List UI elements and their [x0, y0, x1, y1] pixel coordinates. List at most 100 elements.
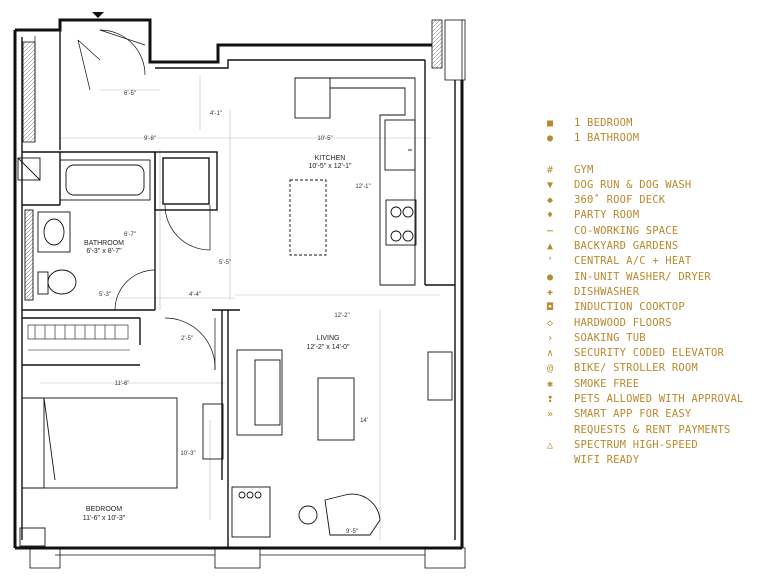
smart-app-icon: »: [547, 409, 554, 421]
bathroom-label: BATHROOM: [84, 240, 124, 247]
legend-text: GYM: [574, 163, 594, 176]
dim-label: 6'-7": [124, 232, 136, 238]
legend-text: CO-WORKING SPACE: [574, 224, 679, 237]
legend-item: △ SPECTRUM HIGH-SPEED: [544, 438, 768, 453]
legend-item: ◘ INDUCTION COOKTOP: [544, 300, 768, 315]
windows: [22, 19, 443, 143]
dim-label: 5'-3": [99, 292, 111, 298]
dim-label: 14': [360, 418, 368, 424]
legend-item: ● IN-UNIT WASHER/ DRYER: [544, 270, 768, 285]
gym-icon: #: [547, 164, 554, 176]
dim-label: 4'-4": [189, 292, 201, 298]
bedroom-label: BEDROOM: [86, 506, 122, 513]
washer-dryer-icon: ●: [547, 271, 554, 283]
bedroom-size: 11'-6" x 10'-3": [83, 515, 126, 522]
north-marker-icon: [92, 12, 104, 18]
wifi-icon: △: [547, 439, 554, 451]
legend-text: BIKE/ STROLLER ROOM: [574, 362, 698, 375]
exterior-walls: [13, 18, 464, 550]
legend-text: CENTRAL A/C + HEAT: [574, 255, 692, 268]
living-label: LIVING: [317, 335, 340, 342]
kitchen-size: 10'-5" x 12'-1": [308, 163, 352, 170]
dog-run-icon: ▼: [547, 179, 554, 191]
pets-icon: ❢: [547, 394, 554, 406]
dim-label: 12'-1": [355, 184, 370, 190]
dim-label: 9'-8": [144, 136, 156, 142]
legend-item: ♦ PARTY ROOM: [544, 208, 768, 223]
elevator-icon: ∧: [547, 348, 554, 360]
legend-text: SMOKE FREE: [574, 377, 640, 390]
closet-shelving: [27, 324, 130, 351]
legend-item-continued: REQUESTS & RENT PAYMENTS: [544, 423, 768, 438]
ac-heat-icon: ❛: [547, 256, 554, 268]
smoke-free-icon: ✱: [547, 378, 554, 390]
party-room-icon: ♦: [547, 210, 554, 222]
legend-text: REQUESTS & RENT PAYMENTS: [574, 423, 731, 436]
interior-walls: [21, 30, 456, 548]
kitchen-label: KITCHEN: [315, 155, 346, 162]
legend-text: 1 BEDROOM: [574, 117, 633, 129]
legend-text: INDUCTION COOKTOP: [574, 301, 685, 314]
dim-label: 6'-5": [124, 91, 136, 97]
dim-label: 5'-5": [219, 260, 231, 266]
hardwood-icon: ◇: [547, 317, 554, 329]
amenities-legend: ■ 1 BEDROOM ● 1 BATHROOM # GYM ▼ DOG RUN & D…: [544, 116, 768, 469]
legend-text: SPECTRUM HIGH-SPEED: [574, 438, 698, 451]
roof-deck-icon: ◆: [547, 195, 554, 207]
dimension-lines: [40, 75, 440, 540]
bathroom-drop-icon: ●: [547, 133, 554, 145]
dim-label: 10'-3": [180, 451, 195, 457]
bathroom-fixtures: [17, 157, 151, 301]
legend-text: 1 BATHROOM: [574, 132, 640, 145]
cooktop-icon: ◘: [547, 302, 554, 314]
legend-item: ✚ DISHWASHER: [544, 285, 768, 300]
dim-label: 11'-6": [115, 381, 130, 387]
kitchen-counters: [289, 77, 417, 286]
floor-plan: KITCHEN 10'-5" x 12'-1" BATHROOM 6'-3" x…: [13, 12, 466, 569]
legend-text: BACKYARD GARDENS: [574, 240, 679, 253]
soaking-tub-icon: ›: [547, 332, 554, 344]
legend-item-continued: WIFI READY: [544, 453, 768, 468]
legend-text: WIFI READY: [574, 454, 640, 467]
living-furniture: [231, 349, 453, 538]
bike-room-icon: @: [547, 363, 554, 375]
legend-text: SECURITY CODED ELEVATOR: [574, 347, 724, 360]
legend-text: DISHWASHER: [574, 285, 640, 298]
dim-label: 2'-5": [181, 336, 193, 342]
legend-item: @ BIKE/ STROLLER ROOM: [544, 361, 768, 376]
dim-label: 9'-5": [346, 529, 358, 535]
legend-item: # GYM: [544, 163, 768, 178]
legend-item: › SOAKING TUB: [544, 331, 768, 346]
doors: [34, 29, 216, 371]
bed: [19, 397, 224, 547]
living-size: 12'-2" x 14'-0": [306, 344, 350, 351]
legend-text: PARTY ROOM: [574, 209, 640, 222]
dishwasher-icon: ✚: [547, 286, 554, 298]
legend-item: ✱ SMOKE FREE: [544, 377, 768, 392]
garden-icon: ▲: [547, 241, 554, 253]
dim-label: 10'-5": [317, 136, 332, 142]
coworking-icon: ⋯: [547, 225, 554, 237]
legend-item: ■ 1 BEDROOM: [544, 116, 768, 131]
legend-text: 360˚ ROOF DECK: [574, 194, 666, 207]
legend-item: ▼ DOG RUN & DOG WASH: [544, 178, 768, 193]
legend-text: IN-UNIT WASHER/ DRYER: [574, 270, 711, 283]
legend-item: ∧ SECURITY CODED ELEVATOR: [544, 346, 768, 361]
legend-text: SOAKING TUB: [574, 331, 646, 344]
legend-item: ◆ 360˚ ROOF DECK: [544, 193, 768, 208]
legend-item: ❛ CENTRAL A/C + HEAT: [544, 254, 768, 269]
legend-item: ▲ BACKYARD GARDENS: [544, 239, 768, 254]
legend-item: ⋯ CO-WORKING SPACE: [544, 224, 768, 239]
legend-item: » SMART APP FOR EASY: [544, 407, 768, 422]
legend-item: ● 1 BATHROOM: [544, 131, 768, 146]
legend-text: PETS ALLOWED WITH APPROVAL: [574, 393, 744, 406]
legend-item: ◇ HARDWOOD FLOORS: [544, 316, 768, 331]
legend-text: HARDWOOD FLOORS: [574, 316, 672, 329]
dim-label: 12'-2": [334, 313, 349, 319]
legend-spacer: [544, 147, 768, 163]
bathroom-size: 6'-3" x 8'-7": [86, 248, 122, 255]
bedroom-icon: ■: [547, 118, 554, 129]
legend-item: ❢ PETS ALLOWED WITH APPROVAL: [544, 392, 768, 407]
legend-text: SMART APP FOR EASY: [574, 408, 692, 421]
legend-text: DOG RUN & DOG WASH: [574, 178, 692, 191]
